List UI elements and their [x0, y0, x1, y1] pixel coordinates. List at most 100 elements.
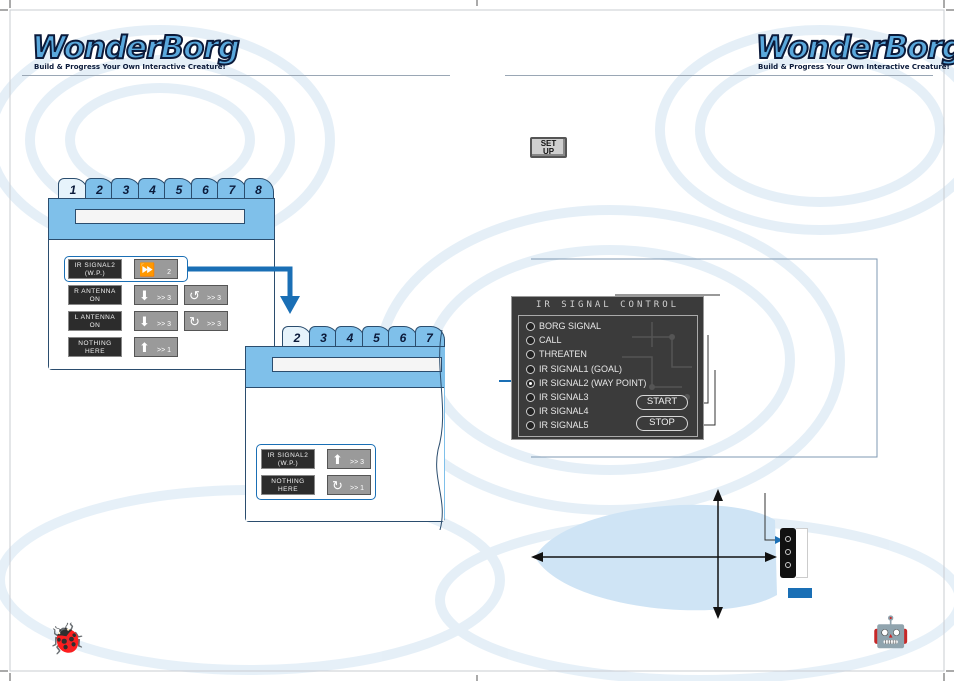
- tab-2[interactable]: 2: [84, 178, 115, 200]
- condition-label: IR SIGNAL2: [267, 452, 309, 459]
- setup-button[interactable]: SET UP: [530, 137, 567, 158]
- condition-label: L ANTENNA: [74, 314, 116, 321]
- ir-option[interactable]: IR SIGNAL5: [526, 420, 666, 431]
- action-value: >> 3: [206, 321, 221, 328]
- condition-label: HERE: [277, 486, 299, 493]
- ir-option-label: THREATEN: [539, 349, 587, 360]
- condition-block[interactable]: IR SIGNAL2(W.P.): [261, 449, 315, 469]
- condition-label: ON: [89, 296, 101, 303]
- ir-option-label: IR SIGNAL2 (WAY POINT): [539, 377, 647, 388]
- tab-5[interactable]: 5: [164, 178, 194, 200]
- panel-title-bar: [75, 209, 245, 224]
- flow-arrow: [188, 266, 300, 314]
- radio-button[interactable]: [526, 364, 535, 374]
- action-block[interactable]: ⬇ >> 3: [134, 285, 178, 305]
- wonderborg-logo-right: WonderBorg Build & Progress Your Own Int…: [754, 29, 954, 74]
- header-rule-right: [505, 75, 933, 76]
- arrow-up-icon: ⬆: [332, 452, 343, 467]
- tab-6[interactable]: 6: [388, 326, 418, 348]
- tab-4[interactable]: 4: [137, 178, 168, 200]
- action-value: >> 1: [156, 347, 171, 354]
- action-block[interactable]: ↻>> 3: [184, 311, 228, 331]
- radio-button[interactable]: [526, 393, 535, 402]
- ir-option[interactable]: THREATEN: [526, 349, 666, 360]
- tab-5[interactable]: 5: [361, 326, 392, 348]
- logo-tagline: Build & Progress Your Own Interactive Cr…: [758, 63, 950, 71]
- condition-label: R ANTENNA: [74, 288, 116, 295]
- arrow-up-icon: ⬆: [139, 340, 150, 355]
- condition-label: NOTHING: [271, 478, 305, 485]
- ir-options-frame: [518, 315, 698, 437]
- ir-beam-diagram: [531, 489, 783, 619]
- arrow-down-icon: ⬇: [139, 288, 150, 303]
- tab-4[interactable]: 4: [335, 326, 365, 348]
- led-icon: [785, 549, 791, 555]
- torn-edge: [436, 330, 444, 530]
- start-button[interactable]: START: [636, 395, 688, 410]
- condition-label: HERE: [84, 348, 106, 355]
- action-block[interactable]: ⏩2: [134, 259, 178, 279]
- action-block[interactable]: ↺ >> 3: [184, 285, 228, 305]
- condition-label: IR SIGNAL2: [74, 262, 116, 269]
- highlight-ir-signal2-row: [64, 256, 188, 282]
- tab-7[interactable]: 7: [414, 326, 445, 348]
- action-block[interactable]: ⬇>> 3: [134, 311, 178, 331]
- action-block[interactable]: ↻ >> 1: [327, 475, 371, 495]
- arrow-down-icon: ⬇: [139, 314, 150, 329]
- condition-label: (W.P.): [84, 270, 106, 277]
- radio-button[interactable]: [526, 322, 535, 331]
- ir-option[interactable]: BORG SIGNAL: [526, 321, 666, 332]
- radio-button[interactable]: [526, 378, 535, 388]
- rotate-left-icon: ↺: [189, 288, 200, 303]
- action-value: >> 3: [156, 295, 171, 302]
- condition-block[interactable]: IR SIGNAL2(W.P.): [68, 259, 122, 279]
- ir-option[interactable]: IR SIGNAL4: [526, 406, 666, 417]
- panel-title-bar: [272, 357, 442, 372]
- header-rule-left: [22, 75, 450, 76]
- ir-panel-title: IR SIGNAL CONTROL: [535, 300, 680, 310]
- condition-label: ON: [89, 322, 101, 329]
- ir-signal-control-panel: IR SIGNAL CONTROL START STOP BORG SIGNAL…: [511, 296, 704, 440]
- ir-option[interactable]: IR SIGNAL2 (WAY POINT): [526, 378, 666, 389]
- robot-creature-icon: 🤖: [872, 616, 910, 649]
- ir-option[interactable]: IR SIGNAL1 (GOAL): [526, 364, 666, 375]
- ir-option[interactable]: CALL: [526, 335, 666, 346]
- stop-button[interactable]: STOP: [636, 416, 688, 431]
- tab-6[interactable]: 6: [190, 178, 221, 200]
- action-value: >> 3: [349, 459, 364, 466]
- condition-label: (W.P.): [277, 460, 299, 467]
- radio-button[interactable]: [526, 421, 535, 431]
- ir-option-label: IR SIGNAL3: [539, 392, 589, 402]
- highlight-panel2-rows: [256, 444, 376, 500]
- fast-forward-icon: ⏩: [139, 262, 156, 277]
- tab-7[interactable]: 7: [217, 178, 247, 200]
- action-block[interactable]: ⬆ >> 3: [327, 449, 371, 469]
- logo-wordmark: WonderBorg: [31, 29, 241, 67]
- logo-wordmark: WonderBorg: [755, 29, 954, 67]
- radio-button[interactable]: [526, 336, 535, 346]
- tab-3[interactable]: 3: [111, 178, 141, 200]
- tab-1[interactable]: 1: [58, 178, 88, 200]
- action-value: >> 1: [349, 485, 364, 492]
- ir-option-label: IR SIGNAL5: [539, 420, 589, 431]
- rotate-right-icon: ↻: [332, 478, 343, 493]
- tab-3[interactable]: 3: [308, 326, 339, 348]
- radio-button[interactable]: [526, 407, 535, 417]
- condition-label: NOTHING: [78, 340, 112, 347]
- tab-8[interactable]: 8: [243, 178, 274, 200]
- ir-option-label: IR SIGNAL4: [539, 406, 589, 417]
- tab-2[interactable]: 2: [282, 326, 312, 348]
- action-value: >> 3: [206, 295, 221, 302]
- logo-tagline: Build & Progress Your Own Interactive Cr…: [34, 63, 226, 71]
- ir-transmitter-device: [780, 528, 796, 578]
- action-block[interactable]: ⬆ >> 1: [134, 337, 178, 357]
- bug-creature-icon: 🐞: [48, 623, 86, 656]
- ir-option[interactable]: IR SIGNAL3: [526, 392, 666, 403]
- setup-label-line2: UP: [542, 147, 555, 156]
- radio-button[interactable]: [526, 350, 535, 360]
